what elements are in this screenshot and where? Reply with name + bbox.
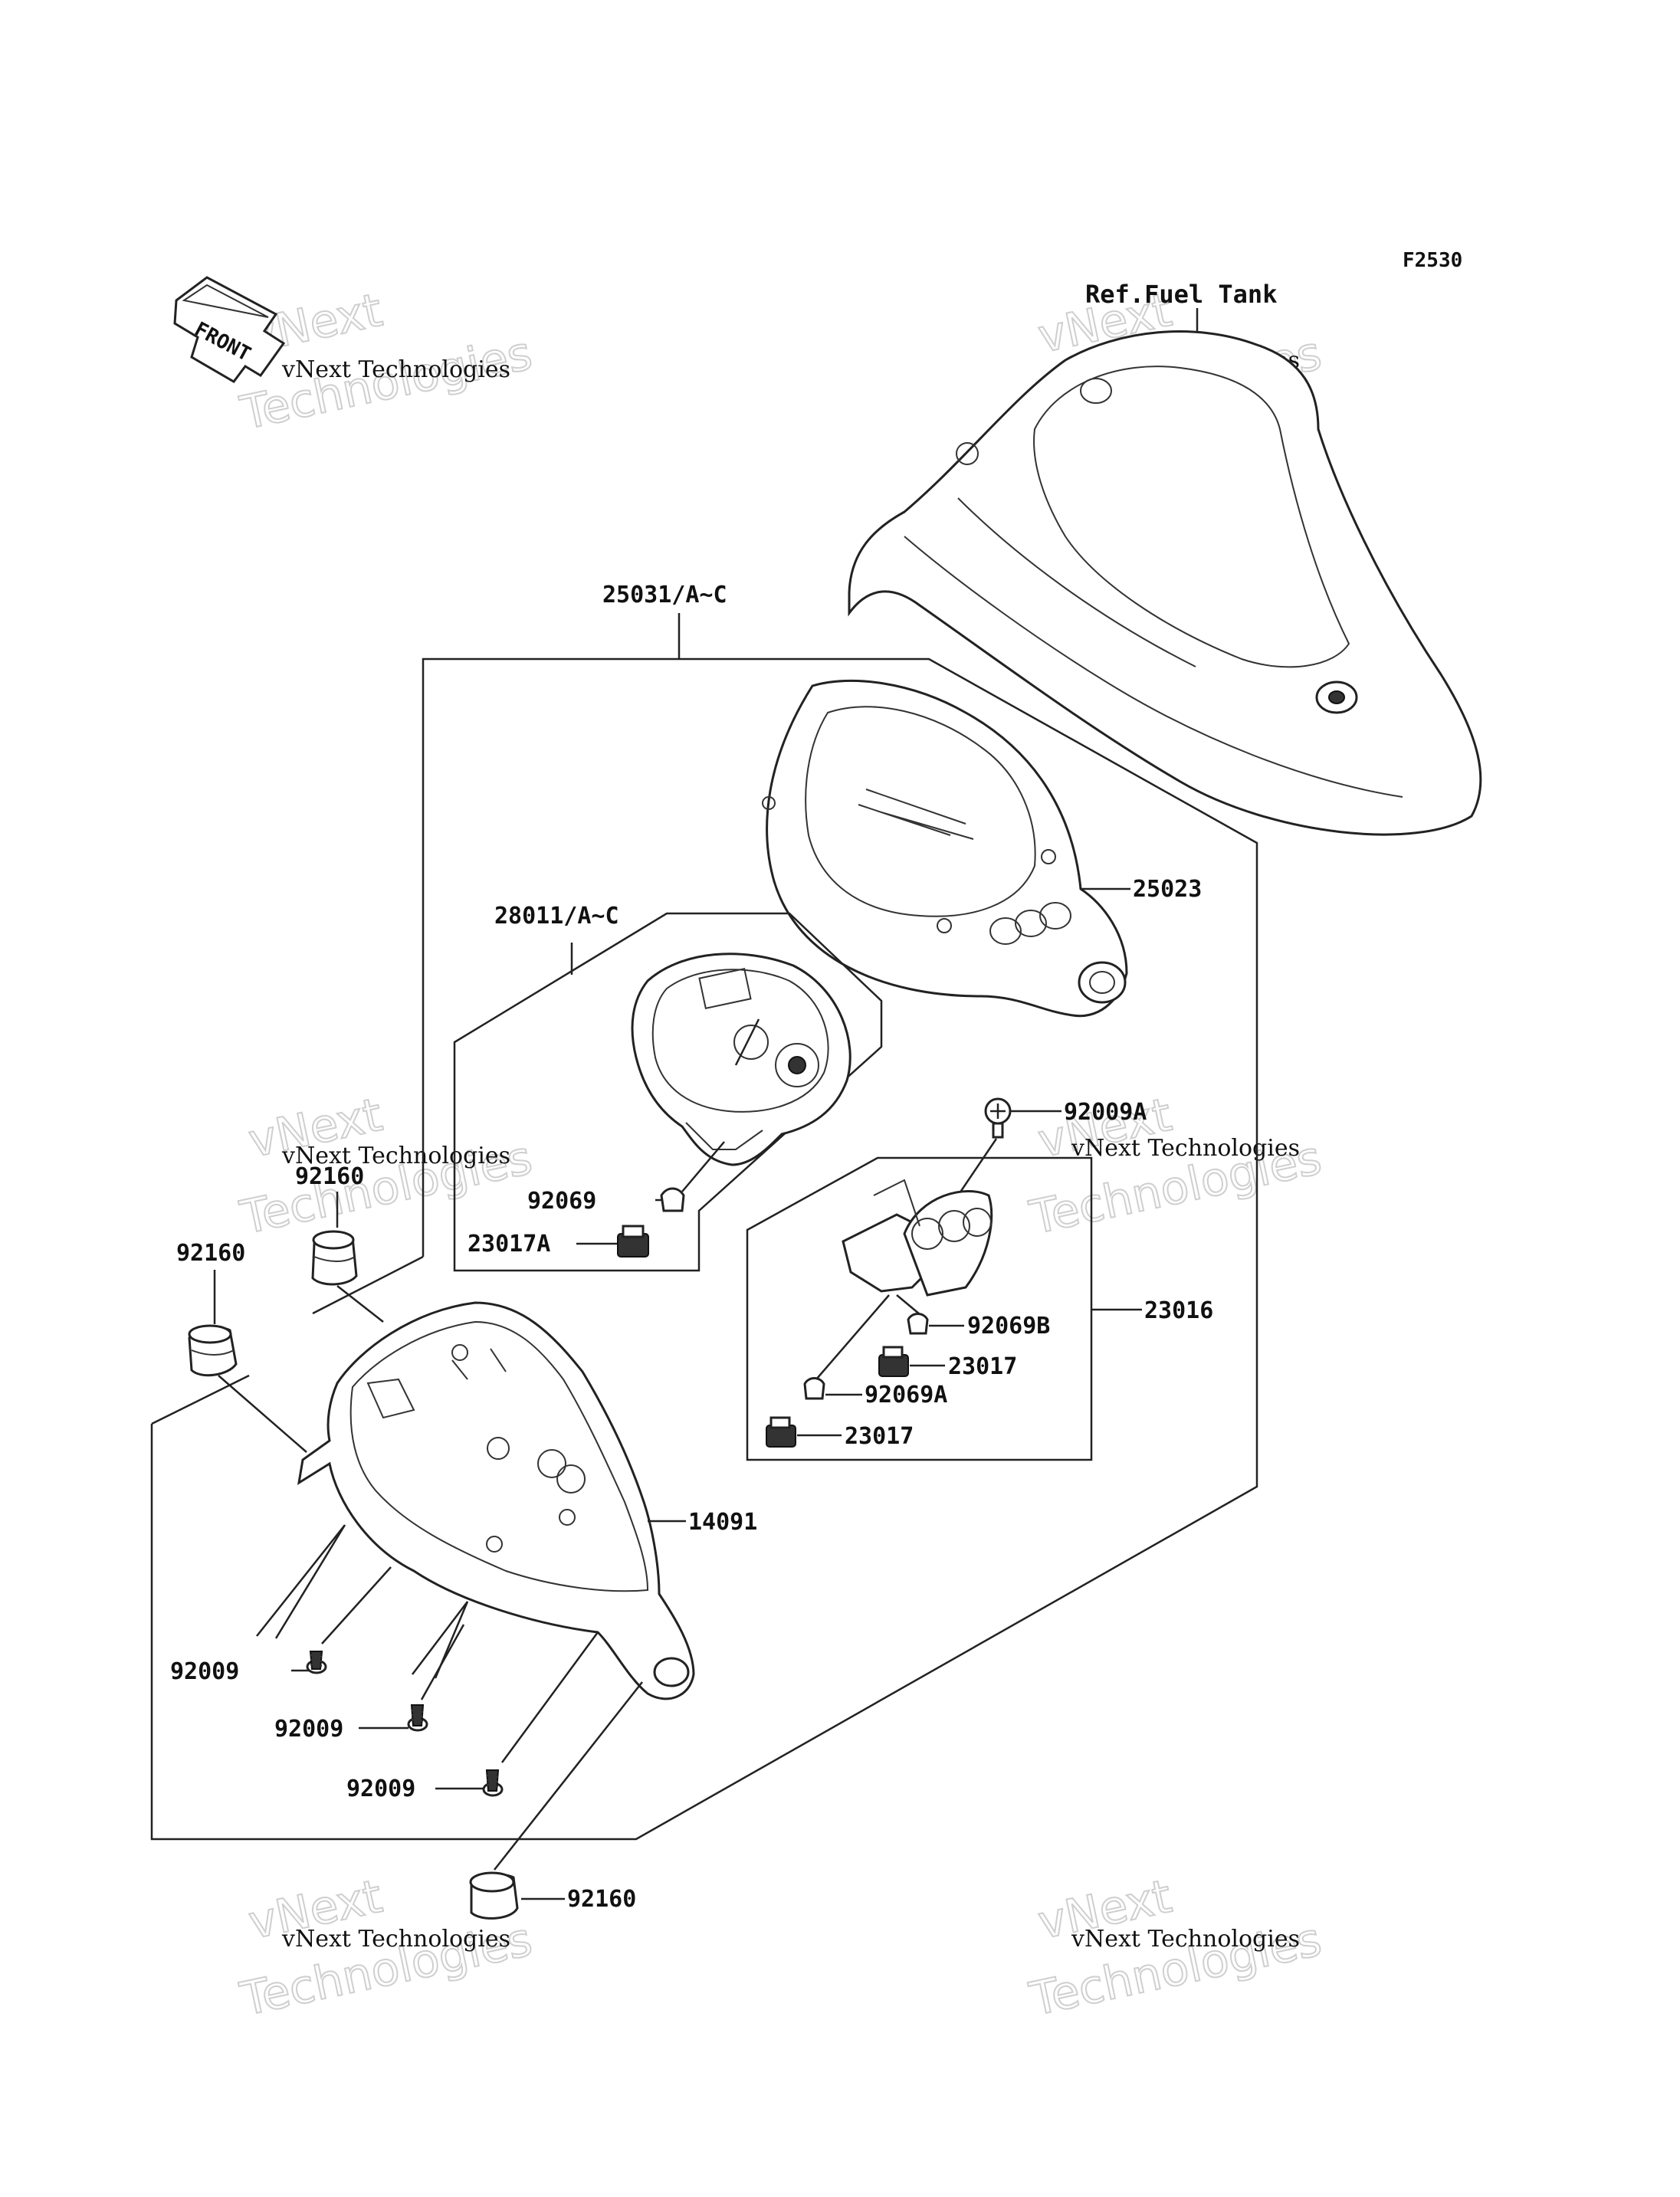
- label-92009A: 92009A: [1064, 1099, 1147, 1126]
- leader-92160-a-to-case: [336, 1285, 384, 1323]
- label-92160-a: 92160: [295, 1163, 364, 1190]
- watermark-bottom-right: vNext Technologies vNext Technologies: [1025, 1869, 1327, 2028]
- screw-92009A: [984, 1097, 1012, 1139]
- leader-92160-b-to-case: [218, 1375, 307, 1453]
- screw-92009-b: [407, 1704, 428, 1732]
- label-92160-c: 92160: [567, 1886, 636, 1913]
- watermark-top-left: vNext Technologies vNext Technologies: [235, 283, 538, 441]
- leader-92009-a-to-case: [321, 1566, 392, 1644]
- leader-92009-c-to-case: [500, 1631, 599, 1763]
- label-28011: 28011/A~C: [494, 903, 619, 930]
- label-23016: 23016: [1144, 1297, 1213, 1324]
- grommet-92160-b: [188, 1324, 238, 1377]
- label-92009-a: 92009: [170, 1658, 239, 1685]
- figure-code: F2530: [1403, 249, 1462, 272]
- group-outline-25031-link: [312, 1255, 424, 1315]
- meter-unit-28011: [631, 953, 851, 1166]
- leader-92069A-bracket: [815, 1294, 890, 1380]
- label-23017-a: 23017: [948, 1353, 1017, 1380]
- socket-23017-b: [766, 1416, 796, 1448]
- watermark-text: vNext Technologies: [281, 1926, 510, 1953]
- label-25031: 25031/A~C: [602, 582, 727, 608]
- label-92009-c: 92009: [346, 1776, 415, 1802]
- leader-92069-to-meter: [681, 1141, 725, 1192]
- screw-92009-c: [482, 1769, 504, 1797]
- grommet-92160-a: [311, 1230, 358, 1286]
- label-92160-b: 92160: [176, 1240, 245, 1267]
- label-14091: 14091: [688, 1509, 757, 1536]
- watermark-text: vNext Technologies: [1071, 1135, 1300, 1162]
- group-outline-25031: [150, 657, 1258, 1841]
- group-outline-25031-link2: [151, 1374, 250, 1425]
- label-25023: 25023: [1133, 876, 1202, 903]
- leader-92009A-to-bracket: [956, 1138, 998, 1196]
- socket-23017-a: [878, 1346, 909, 1377]
- screw-92009-a: [306, 1651, 327, 1674]
- watermark-mid-left: vNext Technologies vNext Technologies: [235, 1087, 538, 1246]
- socket-23017A: [617, 1225, 649, 1258]
- group-outline-28011: [453, 912, 883, 1272]
- bulb-92069A: [803, 1377, 825, 1400]
- label-23017-b: 23017: [845, 1423, 914, 1450]
- ref-fuel-tank-label: Ref.Fuel Tank: [1085, 280, 1277, 309]
- leader-92009-b-arrows: [412, 1601, 469, 1679]
- watermark-text: vNext Technologies: [1071, 1926, 1300, 1953]
- fuel-tank-cover: [848, 330, 1482, 836]
- front-arrow: FRONT: [173, 276, 286, 383]
- grommet-92160-c: [469, 1871, 519, 1920]
- indicator-bracket: [842, 1179, 993, 1297]
- watermark-text: vNext Technologies: [281, 1143, 510, 1169]
- label-92069: 92069: [527, 1188, 596, 1215]
- leader-92009-a-arrows: [256, 1524, 346, 1639]
- meter-case-14091: [297, 1301, 695, 1700]
- label-92069B: 92069B: [967, 1313, 1050, 1340]
- leader-92069B-bracket: [896, 1294, 920, 1315]
- watermark-text: vNext Technologies: [281, 356, 510, 383]
- bulb-92069B: [907, 1313, 929, 1335]
- leader-92160-c-to-case: [494, 1681, 643, 1871]
- bulb-92069: [660, 1187, 685, 1212]
- label-92009-b: 92009: [274, 1716, 343, 1743]
- label-23017A: 23017A: [468, 1231, 550, 1258]
- label-92069A: 92069A: [865, 1382, 947, 1408]
- meter-cover-25023: [762, 679, 1128, 1018]
